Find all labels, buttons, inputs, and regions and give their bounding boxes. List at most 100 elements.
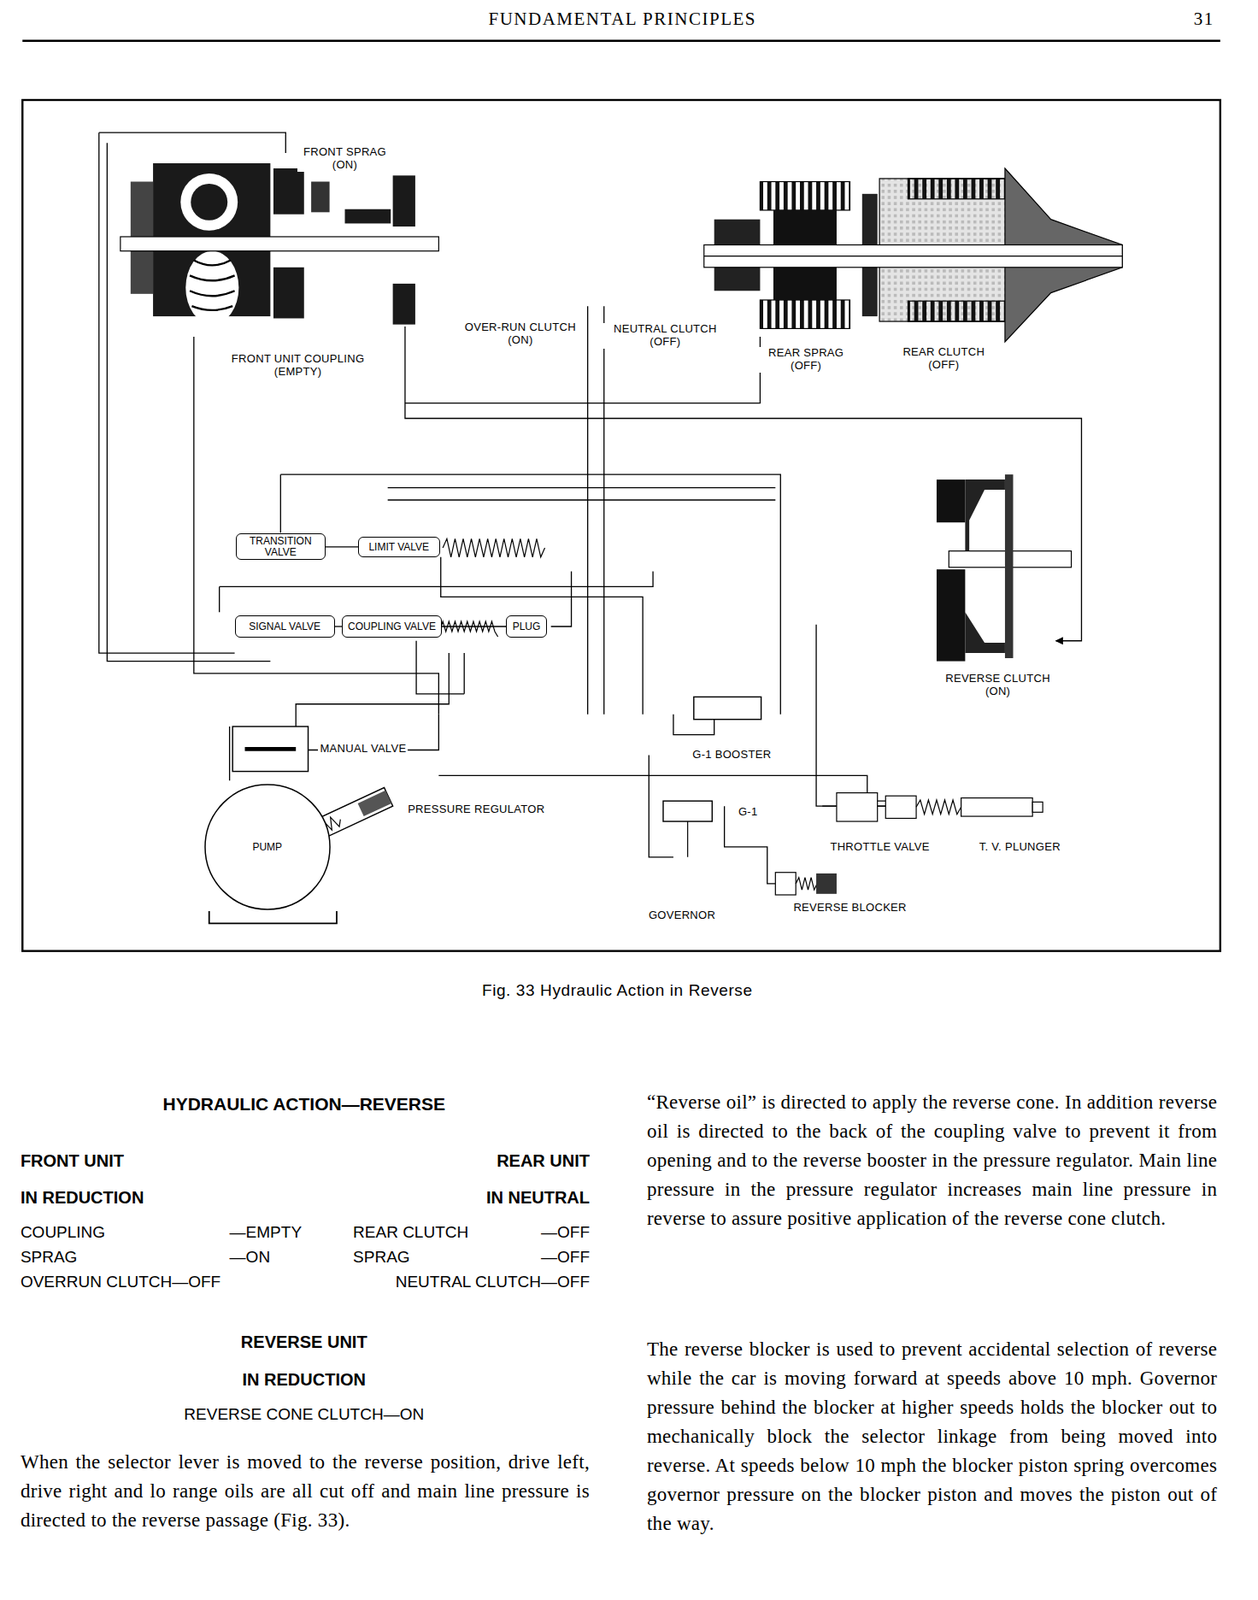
- body-paragraph: “Reverse oil” is directed to apply the r…: [646, 1087, 1217, 1234]
- hydraulic-lines: [405, 326, 1082, 641]
- front-unit: [345, 209, 392, 224]
- part-label: PRESSURE REGULATOR: [405, 803, 547, 817]
- part-label: GOVERNOR: [646, 909, 718, 923]
- header-rule: [22, 40, 1221, 42]
- pump-circle: [205, 784, 330, 910]
- throttle-valve: [885, 795, 917, 818]
- front-unit: [189, 259, 236, 310]
- manual-valve: [232, 726, 308, 772]
- part-label: G-1: [736, 805, 760, 819]
- table-cell: NEUTRAL CLUTCH—OFF: [395, 1272, 590, 1292]
- governor: [663, 800, 712, 858]
- reverse-blocker: [795, 877, 818, 890]
- hydraulic-lines: [295, 652, 449, 727]
- throttle-valve: [822, 793, 1043, 822]
- table-heading: FRONT UNIT: [20, 1151, 124, 1171]
- part-label: OVER-RUN CLUTCH (ON): [457, 321, 583, 347]
- hydraulic-lines: [603, 305, 605, 715]
- table-cell: —ON: [229, 1247, 271, 1267]
- table-cell: —EMPTY: [229, 1222, 302, 1242]
- table-cell: SPRAG: [20, 1247, 78, 1267]
- hydraulic-lines: [99, 132, 286, 153]
- front-unit: [180, 173, 238, 231]
- reverse-clutch: [936, 474, 1072, 661]
- table-heading: IN REDUCTION: [20, 1187, 144, 1208]
- pressure-regulator: [358, 790, 393, 817]
- front-unit: [393, 283, 416, 325]
- table-cell: —OFF: [540, 1222, 590, 1242]
- rear-unit: [908, 178, 1006, 200]
- part-label: REVERSE CLUTCH (ON): [934, 672, 1061, 699]
- throttle-valve: [1032, 801, 1043, 812]
- valve-springs: [433, 621, 498, 637]
- hydraulic-lines: [587, 305, 588, 715]
- front-unit: [190, 183, 228, 221]
- rear-unit: [704, 245, 1123, 268]
- page-header: FUNDAMENTAL PRINCIPLES: [487, 8, 756, 30]
- table-cell: OVERRUN CLUTCH—OFF: [20, 1272, 221, 1292]
- hydraulic-lines: [280, 474, 282, 533]
- illustration: [22, 41, 1221, 952]
- reverse-blocker: [775, 872, 796, 895]
- table-cell: SPRAG: [352, 1247, 411, 1267]
- table-cell: REAR CLUTCH: [352, 1222, 469, 1242]
- hydraulic-lines: [387, 487, 776, 488]
- figure-frame: [22, 99, 1221, 952]
- hydraulic-lines: [416, 640, 465, 694]
- hydraulic-lines: [193, 336, 440, 715]
- throttle-valve: [836, 793, 878, 822]
- front-unit: [393, 175, 416, 227]
- node-text: COUPLING VALVE: [347, 621, 436, 633]
- part-label: REVERSE BLOCKER: [791, 901, 908, 915]
- manual-valve: [245, 746, 297, 752]
- pump-base: [209, 911, 337, 923]
- node-text: PLUG: [512, 621, 541, 633]
- rear-unit: [908, 300, 1006, 322]
- valve-box: SIGNAL VALVE: [235, 615, 336, 638]
- hydraulic-lines: [464, 652, 465, 694]
- hydraulic-lines: [387, 499, 776, 500]
- part-label: T. V. PLUNGER: [977, 840, 1063, 854]
- hydraulic-lines: [106, 142, 271, 661]
- front-unit: [120, 236, 439, 252]
- node-text: SIGNAL VALVE: [248, 621, 321, 633]
- part-label: FRONT SPRAG (ON): [297, 146, 393, 172]
- pump-circle: PUMP: [204, 783, 331, 911]
- part-label: MANUAL VALVE: [317, 742, 408, 756]
- hydraulic-lines: [280, 474, 781, 715]
- front-unit: [273, 168, 305, 215]
- throttle-valve: [961, 798, 1034, 817]
- rear-unit: [704, 168, 1123, 342]
- table-cell: COUPLING: [20, 1222, 106, 1242]
- valve-springs: [442, 538, 545, 557]
- table-cell: REVERSE CONE CLUTCH—ON: [183, 1404, 424, 1424]
- valve-box: TRANSITION VALVE: [235, 533, 326, 560]
- node-text: PUMP: [252, 841, 283, 853]
- reverse-clutch: [964, 569, 1006, 653]
- reverse-blocker: [775, 872, 837, 895]
- part-label: NEUTRAL CLUTCH (OFF): [602, 323, 729, 349]
- part-label: REAR SPRAG (OFF): [758, 346, 853, 373]
- figure-frame: [22, 99, 1221, 952]
- part-label: THROTTLE VALVE: [828, 840, 931, 854]
- hydraulic-line: [325, 546, 359, 547]
- body-paragraph: When the selector lever is moved to the …: [20, 1447, 590, 1535]
- rear-unit: [704, 255, 1123, 257]
- hydraulic-lines: [218, 586, 220, 612]
- part-label: G-1 BOOSTER: [690, 748, 773, 762]
- valve-box: COUPLING VALVE: [341, 615, 442, 638]
- page-number: 31: [1193, 8, 1215, 30]
- part-label: REAR CLUTCH (OFF): [891, 346, 997, 372]
- section-heading: HYDRAULIC ACTION—REVERSE: [162, 1093, 446, 1115]
- throttle-valve: [916, 799, 962, 815]
- header-rule: [22, 40, 1221, 42]
- rear-unit: [773, 267, 837, 300]
- g1-booster: [693, 696, 762, 719]
- part-label: FRONT UNIT COUPLING (EMPTY): [219, 352, 377, 379]
- table-heading: IN NEUTRAL: [486, 1187, 590, 1208]
- table-heading: REVERSE UNIT: [241, 1332, 368, 1353]
